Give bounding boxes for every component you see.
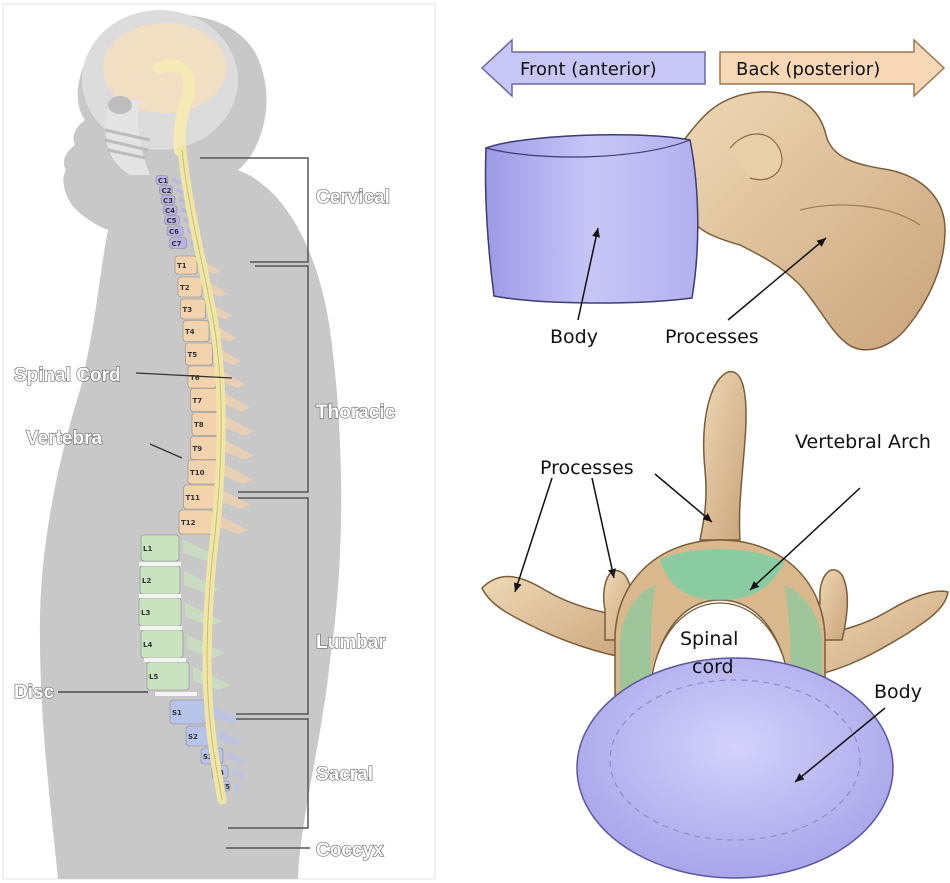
disc-5: [155, 692, 197, 696]
back-label: Back (posterior): [736, 59, 880, 80]
label-vertebra: Vertebra: [26, 428, 102, 449]
vertebra-label-t3: T3: [183, 306, 193, 314]
region-thoracic: Thoracic: [316, 402, 396, 423]
label-vertebral-arch: Vertebral Arch: [795, 431, 931, 453]
label-spinal-cord: Spinal Cord: [14, 365, 121, 386]
top-view-vertebra: Processes Vertebral Arch Spinal cord Bod…: [482, 372, 948, 878]
vertebra-label-c5: C5: [167, 217, 177, 225]
vertebra-label-t11: T11: [186, 494, 201, 502]
vertebra-label-l5: L5: [149, 673, 158, 681]
label-top-body: Body: [874, 681, 922, 703]
label-spinal-line2: cord: [692, 656, 734, 678]
vertebra-label-t10: T10: [190, 469, 205, 477]
vertebra-label-l3: L3: [141, 609, 150, 617]
vertebra-label-c1: C1: [158, 177, 168, 185]
disc-3: [140, 626, 182, 630]
label-top-processes: Processes: [540, 457, 634, 479]
vertebra-label-c2: C2: [162, 187, 172, 195]
vertebra-label-t4: T4: [185, 328, 195, 336]
left-panel: C1C2C3C4C5C6C7T1T2T3T4T5T6T7T8T9T10T11T1…: [3, 4, 435, 879]
front-label: Front (anterior): [520, 59, 657, 80]
side-body: [485, 135, 697, 303]
vertebra-label-s1: S1: [172, 709, 182, 717]
label-side-body: Body: [550, 326, 598, 348]
eye-socket: [108, 96, 132, 114]
vertebra-label-t8: T8: [194, 421, 204, 429]
vertebra-label-t9: T9: [193, 445, 203, 453]
label-spinal-line1: Spinal: [680, 628, 738, 650]
vertebra-label-t5: T5: [188, 351, 198, 359]
vertebra-label-t1: T1: [177, 262, 187, 270]
arrow-process-left: [515, 478, 552, 592]
label-side-processes: Processes: [665, 326, 759, 348]
label-disc: Disc: [14, 682, 55, 703]
disc-1: [139, 562, 181, 566]
disc-4: [144, 658, 186, 662]
arrow-process-spinous: [655, 474, 712, 522]
vertebra-label-t7: T7: [193, 397, 203, 405]
vertebra-label-t2: T2: [180, 284, 190, 292]
arrow-process-middle: [592, 478, 614, 578]
side-view-vertebra: Body Processes: [485, 92, 945, 350]
vertebra-label-l1: L1: [143, 545, 152, 553]
vertebra-label-c3: C3: [163, 197, 173, 205]
vertebra-label-c6: C6: [169, 228, 179, 236]
spinous-process: [700, 372, 746, 540]
side-processes: [680, 92, 945, 350]
region-coccyx: Coccyx: [316, 840, 384, 861]
vertebra-label-c7: C7: [172, 240, 182, 248]
region-lumbar: Lumbar: [316, 632, 386, 653]
vertebra-label-l4: L4: [143, 641, 152, 649]
vertebra-label-l2: L2: [142, 577, 151, 585]
vertebra-label-c4: C4: [165, 207, 175, 215]
direction-arrows: Front (anterior) Back (posterior): [482, 40, 944, 96]
region-cervical: Cervical: [316, 187, 390, 208]
vertebra-label-s2: S2: [188, 733, 198, 741]
arrow-vertebral-arch: [750, 488, 860, 590]
region-sacral: Sacral: [316, 764, 373, 785]
vertebra-label-t6: T6: [190, 374, 200, 382]
vertebra-label-t12: T12: [181, 519, 196, 527]
top-body: [577, 658, 893, 878]
disc-2: [139, 594, 181, 598]
